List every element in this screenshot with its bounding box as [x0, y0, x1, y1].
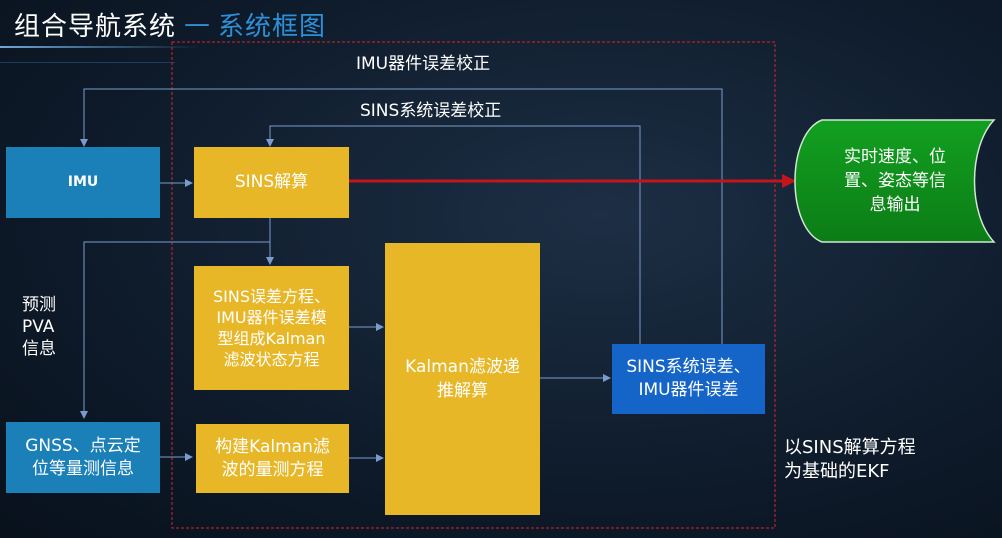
errors-line-2: IMU器件误差	[638, 380, 739, 400]
predict-pva-line-3: 信息	[22, 339, 56, 359]
gnss-box: GNSS、点云定 位等量测信息	[6, 422, 160, 493]
measurement-eq-line-1: 构建Kalman滤	[215, 436, 330, 457]
output-shape	[794, 119, 996, 243]
predict-pva-line-2: PVA	[22, 317, 55, 337]
errors-box: SINS系统误差、 IMU器件误差	[612, 344, 765, 414]
output-line-3: 息输出	[869, 195, 921, 215]
kalman-text: Kalman滤波递 推解算	[405, 355, 520, 403]
measurement-eq-line-2: 波的量测方程	[221, 459, 324, 480]
kalman-line-2: 推解算	[437, 381, 488, 401]
imu-correction-loop	[80, 88, 723, 370]
error-model-text: SINS误差方程、 IMU器件误差模 型组成Kalman 滤波状态方程	[213, 286, 330, 370]
label-predict-pva: 预测 PVA 信息	[22, 294, 56, 360]
gnss-line-1: GNSS、点云定	[25, 435, 141, 456]
sins-solve-label: SINS解算	[234, 171, 309, 192]
sins-solve-box: SINS解算	[194, 147, 349, 218]
kalman-line-1: Kalman滤波递	[405, 357, 520, 377]
error-model-line-1: SINS误差方程、	[212, 287, 330, 306]
title-divider	[0, 62, 175, 63]
label-sins-correction: SINS系统误差校正	[360, 101, 502, 121]
title-underline	[0, 46, 200, 48]
ekf-dashed-frame	[171, 41, 776, 529]
imu-box-label: IMU	[67, 173, 99, 190]
imu-box: IMU	[6, 147, 160, 218]
ekf-note-line-2: 为基础的EKF	[784, 461, 890, 482]
gnss-line-2: 位等量测信息	[31, 458, 134, 479]
sins-correction-loop	[266, 125, 641, 344]
output-line-1: 实时速度、位	[844, 147, 946, 167]
label-ekf-note: 以SINS解算方程 为基础的EKF	[784, 436, 916, 484]
errors-text: SINS系统误差、 IMU器件误差	[626, 356, 750, 402]
error-model-box: SINS误差方程、 IMU器件误差模 型组成Kalman 滤波状态方程	[194, 266, 349, 390]
label-imu-correction: IMU器件误差校正	[356, 54, 491, 74]
predict-pva-line-1: 预测	[22, 295, 56, 315]
kalman-box: Kalman滤波递 推解算	[385, 243, 540, 515]
measurement-eq-text: 构建Kalman滤 波的量测方程	[215, 436, 330, 482]
errors-line-1: SINS系统误差、	[626, 357, 751, 377]
output-box: 实时速度、位 置、姿态等信 息输出	[820, 140, 970, 222]
error-model-line-4: 滤波状态方程	[223, 350, 320, 369]
error-model-line-3: 型组成Kalman	[217, 329, 326, 348]
output-shape-body	[794, 119, 996, 243]
output-text: 实时速度、位 置、姿态等信 息输出	[844, 145, 946, 217]
gnss-text: GNSS、点云定 位等量测信息	[25, 435, 140, 481]
ekf-note-line-1: 以SINS解算方程	[784, 437, 916, 458]
output-line-2: 置、姿态等信	[844, 171, 946, 191]
page-title: 组合导航系统 — 系统框图	[14, 4, 326, 44]
error-model-line-2: IMU器件误差模	[216, 308, 327, 327]
title-separator: —	[184, 9, 211, 39]
title-main: 组合导航系统	[14, 11, 177, 42]
measurement-eq-box: 构建Kalman滤 波的量测方程	[196, 424, 349, 493]
title-subtitle: 系统框图	[218, 11, 327, 42]
arrow-predict-pva	[80, 241, 270, 419]
